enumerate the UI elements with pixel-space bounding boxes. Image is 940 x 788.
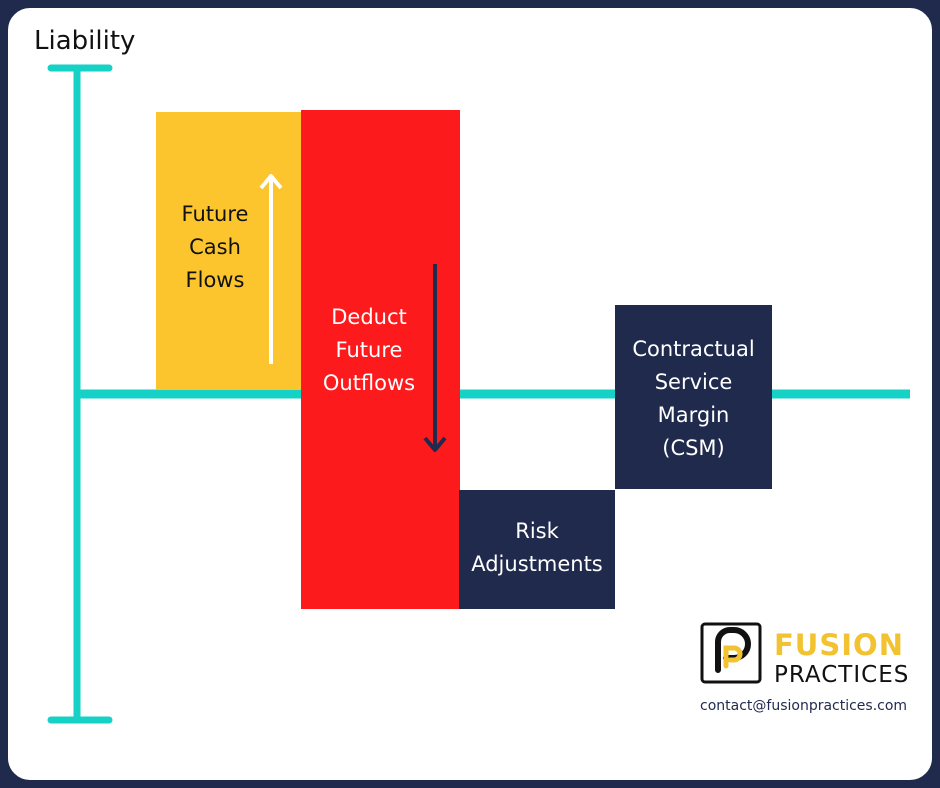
future-cash-flows-block: [156, 112, 302, 390]
axis-label: Liability: [34, 26, 136, 56]
deduct-line-2: Future: [335, 338, 403, 362]
up-arrow-icon: [259, 174, 283, 364]
csm-line-1: Contractual: [632, 337, 755, 361]
csm-line-2: Service: [654, 370, 733, 394]
csm-block: [615, 305, 772, 489]
future-cash-flows-line-1: Future: [181, 202, 249, 226]
risk-line-1: Risk: [515, 519, 559, 543]
deduct-line-3: Outflows: [322, 371, 416, 395]
brand-name-line-1: FUSION: [774, 628, 904, 662]
diagram-frame: Liability Future Cash Flows Deduct Futur…: [4, 4, 936, 784]
deduct-future-outflows-label: Deduct Future Outflows: [304, 301, 434, 400]
future-cash-flows-label: Future Cash Flows: [158, 198, 272, 297]
csm-line-3: Margin: [657, 403, 730, 427]
brand-name-line-2: PRACTICES: [774, 662, 910, 688]
contact-email: contact@fusionpractices.com: [700, 698, 908, 714]
csm-line-4: (CSM): [662, 436, 725, 460]
risk-line-2: Adjustments: [471, 552, 603, 576]
csm-label: Contractual Service Margin (CSM): [615, 333, 772, 465]
future-cash-flows-line-2: Cash: [189, 235, 241, 259]
deduct-line-1: Deduct: [331, 305, 407, 329]
down-arrow-icon: [423, 264, 447, 452]
fusion-logo-icon: [700, 622, 762, 684]
risk-adjustments-block: [459, 490, 615, 609]
future-cash-flows-line-3: Flows: [185, 268, 245, 292]
risk-adjustments-label: Risk Adjustments: [459, 515, 615, 581]
